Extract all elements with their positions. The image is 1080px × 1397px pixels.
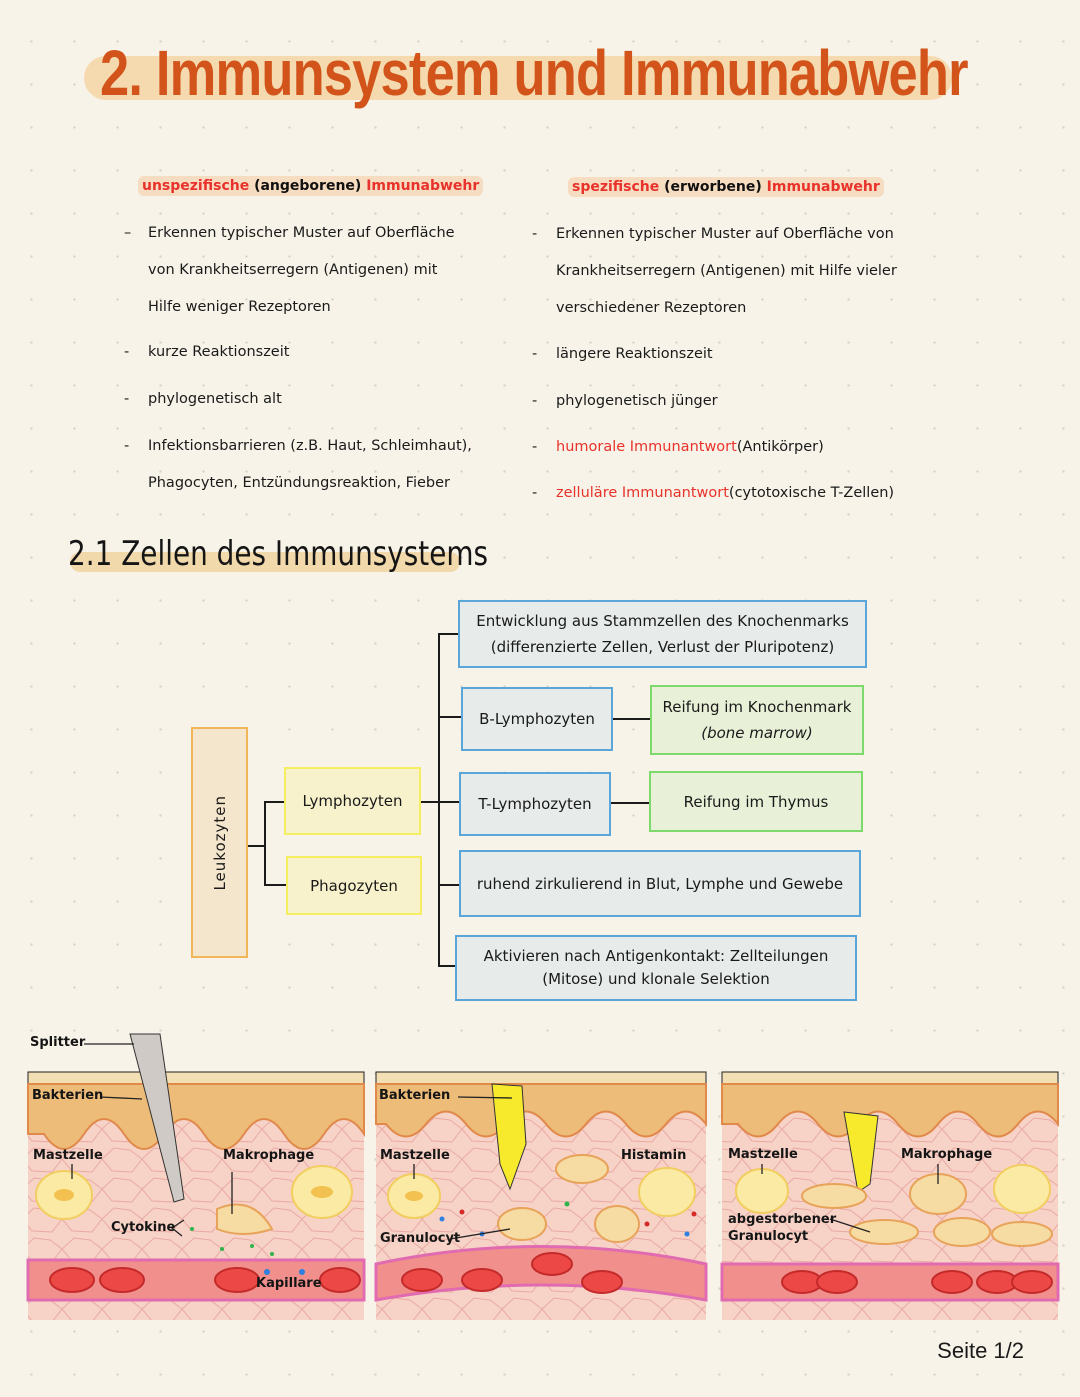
connector [438, 716, 462, 718]
phagozyten-box: Phagozyten [286, 856, 422, 915]
list-item-continuation: Krankheitserregern (Antigenen) mit Hilfe… [556, 263, 897, 279]
list-item: -phylogenetisch jünger [532, 393, 718, 409]
section-title: 2.1 Zellen des Immunsystems [68, 534, 489, 574]
lymphozyten-box: Lymphozyten [284, 767, 421, 835]
heading-term: Immunabwehr [766, 179, 880, 195]
right-bullet-list: -Erkennen typischer Muster auf Oberfläch… [532, 216, 897, 512]
label-bakterien: Bakterien [32, 1088, 104, 1103]
label-makrophage: Makrophage [901, 1147, 993, 1162]
list-item: -längere Reaktionszeit [532, 346, 713, 362]
connector [611, 802, 649, 804]
label-histamin: Histamin [621, 1148, 687, 1163]
list-item: -Erkennen typischer Muster auf Oberfläch… [532, 226, 894, 242]
connector [438, 884, 460, 886]
left-column-heading: unspezifische (angeborene) Immunabwehr [138, 176, 484, 196]
list-item-continuation: Hilfe weniger Rezeptoren [148, 299, 331, 315]
label-mastzelle: Mastzelle [728, 1147, 798, 1162]
list-item: -Infektionsbarrieren (z.B. Haut, Schleim… [124, 438, 472, 454]
label-bakterien: Bakterien [379, 1088, 451, 1103]
panel-healing [720, 1071, 1060, 1320]
origin-box: Entwicklung aus Stammzellen des Knochenm… [458, 600, 867, 668]
panel-inflammation [374, 1071, 708, 1320]
list-item: -kurze Reaktionszeit [124, 344, 290, 360]
b-lymphozyten-box: B-Lymphozyten [461, 687, 613, 751]
label-splitter: Splitter [30, 1035, 86, 1050]
label-mastzelle: Mastzelle [33, 1148, 103, 1163]
connector [264, 801, 266, 886]
list-item-continuation: verschiedener Rezeptoren [556, 300, 747, 316]
section-highlight [70, 552, 460, 572]
heading-qualifier: (erworbene) [664, 179, 762, 195]
title-highlight [84, 56, 952, 100]
t-maturation-box: Reifung im Thymus [649, 771, 863, 832]
label-kapillare: Kapillare [256, 1276, 322, 1291]
heading-term: Immunabwehr [366, 178, 480, 194]
heading-term: unspezifische [142, 178, 250, 194]
heading-qualifier: (angeborene) [254, 178, 362, 194]
activation-box: Aktivieren nach Antigenkontakt: Zellteil… [455, 935, 857, 1001]
connector [438, 633, 440, 967]
list-item: -phylogenetisch alt [124, 391, 282, 407]
connector [613, 718, 651, 720]
leukozyten-box: Leukozyten [191, 727, 248, 958]
panel-splinter [26, 1033, 366, 1320]
label-cytokine: Cytokine [111, 1220, 176, 1235]
t-lymphozyten-box: T-Lymphozyten [459, 772, 611, 836]
connector [248, 845, 266, 847]
leukozyten-label: Leukozyten [210, 794, 229, 891]
list-item: –Erkennen typischer Muster auf Oberfläch… [124, 225, 455, 241]
list-item: -humorale Immunantwort(Antikörper) [532, 439, 824, 455]
inflammation-illustration [26, 1033, 1060, 1320]
b-maturation-box: Reifung im Knochenmark(bone marrow) [650, 685, 864, 755]
label-granulocyt: Granulocyt [380, 1231, 461, 1246]
connector [438, 965, 456, 967]
page-number: Seite 1/2 [937, 1338, 1024, 1363]
list-item-continuation: von Krankheitserregern (Antigenen) mit [148, 262, 438, 278]
label-makrophage: Makrophage [223, 1148, 315, 1163]
connector [438, 633, 460, 635]
right-column-heading: spezifische (erworbene) Immunabwehr [568, 177, 884, 197]
list-item: -zelluläre Immunantwort(cytotoxische T-Z… [532, 485, 895, 501]
page-title: 2. Immunsystem und Immunabwehr [100, 37, 969, 109]
list-item-continuation: Phagocyten, Entzündungsreaktion, Fieber [148, 475, 450, 491]
connector [264, 801, 286, 803]
circulation-box: ruhend zirkulierend in Blut, Lymphe und … [459, 850, 861, 917]
heading-term: spezifische [572, 179, 660, 195]
connector [264, 884, 286, 886]
left-bullet-list: –Erkennen typischer Muster auf Oberfläch… [124, 215, 472, 502]
label-dead-granulocyte-2: Granulocyt [728, 1229, 809, 1244]
label-mastzelle: Mastzelle [380, 1148, 450, 1163]
connector [421, 801, 461, 803]
label-dead-granulocyte-1: abgestorbener [728, 1212, 837, 1227]
